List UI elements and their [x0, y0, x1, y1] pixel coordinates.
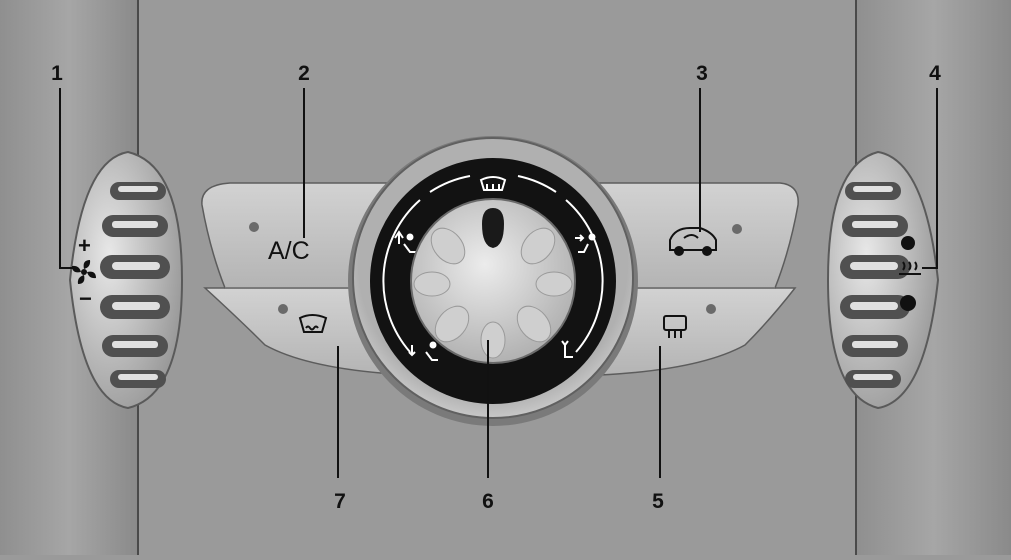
callout-number-6: 6: [482, 490, 494, 513]
rear-defrost-indicator-led: [706, 304, 716, 314]
temperature-hot-dot: [901, 236, 915, 250]
dial-pointer: [482, 208, 504, 248]
callout-number-2: 2: [298, 62, 310, 85]
temperature-cold-dot: [900, 295, 916, 311]
ac-indicator-led: [249, 222, 259, 232]
recirculation-indicator-led: [732, 224, 742, 234]
callout-number-7: 7: [334, 490, 346, 513]
air-distribution-dial[interactable]: [348, 136, 638, 426]
fan-minus-label: −: [79, 286, 92, 311]
fan-plus-label: +: [78, 233, 91, 258]
ac-label: A/C: [268, 237, 310, 265]
callout-number-1: 1: [51, 62, 63, 85]
callout-number-5: 5: [652, 490, 664, 513]
callout-number-3: 3: [696, 62, 708, 85]
callout-number-4: 4: [929, 62, 941, 85]
windscreen-defrost-indicator-led: [278, 304, 288, 314]
